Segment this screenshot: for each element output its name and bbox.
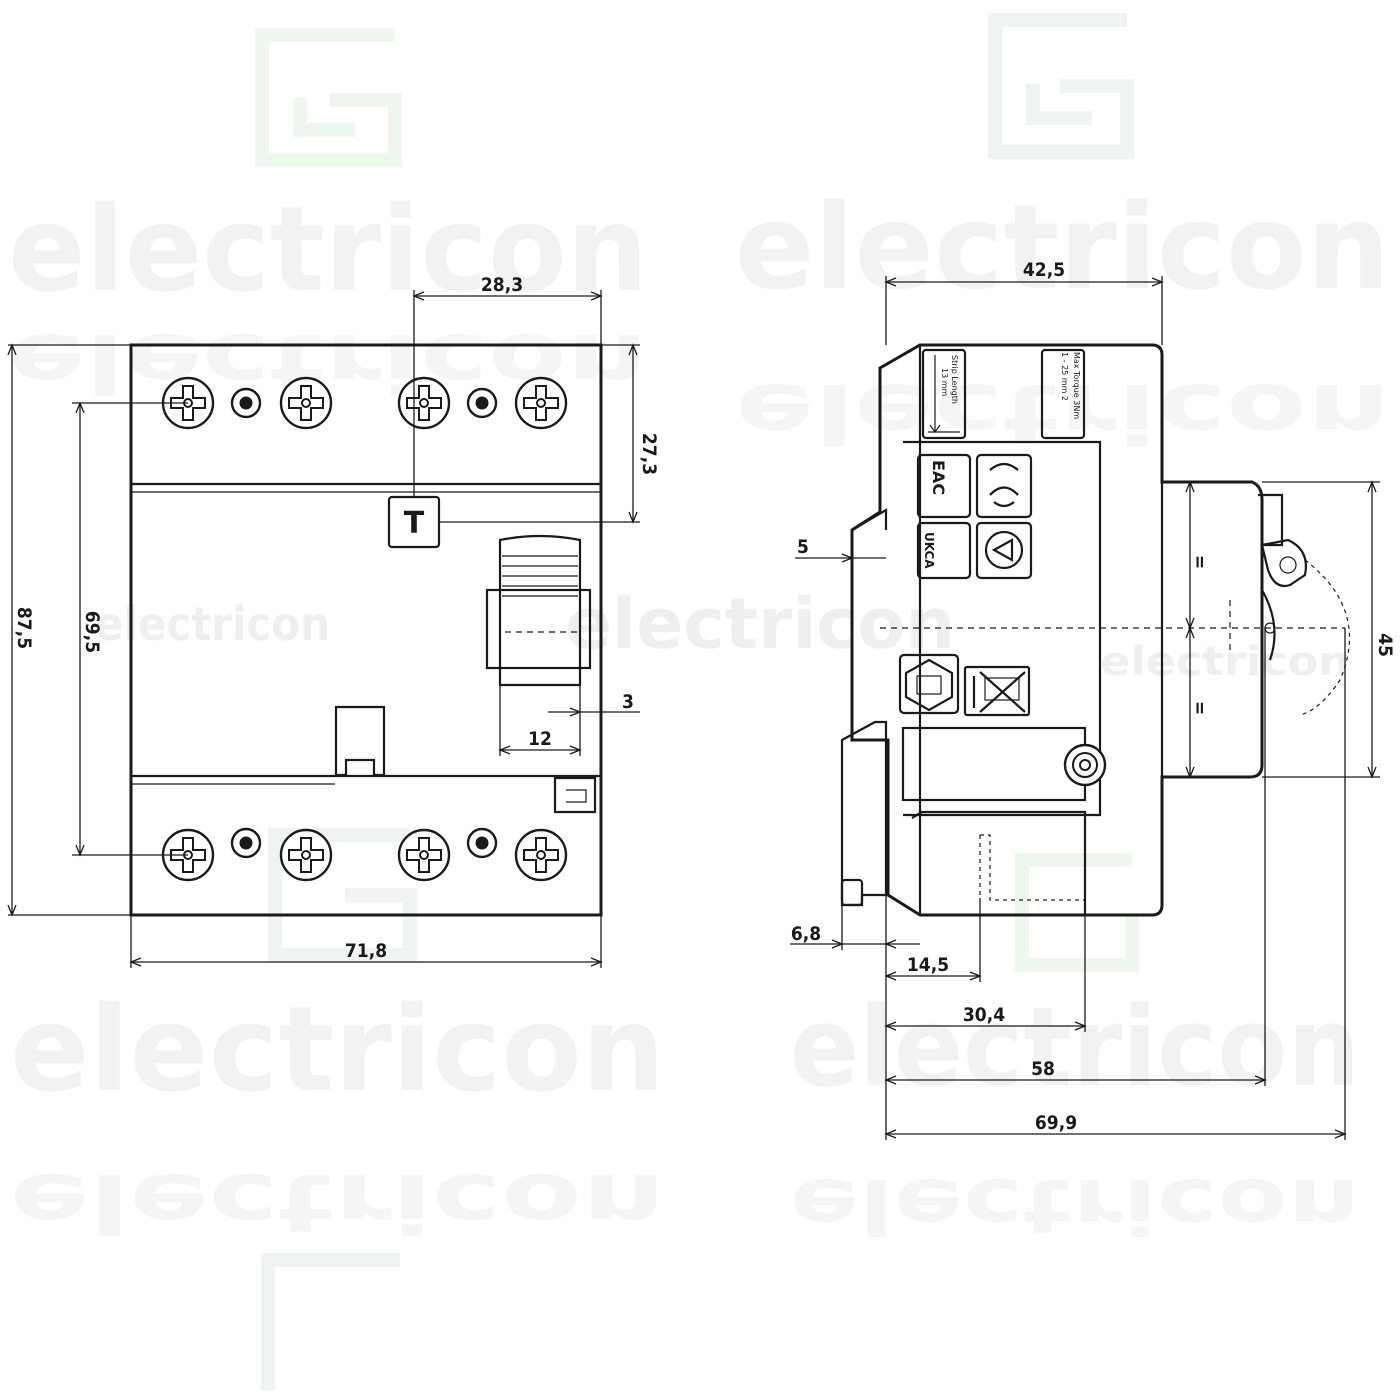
watermark-text: electricon — [735, 178, 1390, 316]
dim-equal-bottom: = — [1189, 701, 1211, 715]
torque-title: Max Torque 3Nm — [1072, 352, 1081, 419]
watermark-logo-top-right — [988, 13, 1134, 159]
bottom-terminal-row — [161, 827, 568, 882]
watermark-logo-bottom — [261, 1253, 400, 1390]
indicator-dot-icon — [466, 387, 498, 419]
certification-marks: EAC UKCA — [898, 453, 1033, 717]
front-dimensions: 28,3 27,3 87,5 69,5 71,8 — [7, 274, 660, 968]
svg-text:EAC: EAC — [929, 460, 948, 495]
terminal-screw-icon — [279, 828, 333, 882]
dim-face-height: 45 — [1374, 633, 1396, 657]
strip-length-value: 13 mm — [940, 368, 949, 397]
dim-rail-to-handle: 58 — [1031, 1058, 1055, 1080]
watermark-logo-top-left — [255, 28, 402, 167]
side-label-area — [901, 726, 1087, 802]
terminal-screw-icon — [397, 376, 451, 430]
watermark-text: electricon — [790, 1162, 1360, 1250]
test-button: T — [387, 495, 441, 549]
dim-test-button-y: 27,3 — [638, 433, 660, 475]
terminal-screw-icon — [397, 828, 451, 882]
strip-length-title: Strip Length — [950, 355, 959, 404]
dim-equal-top: = — [1189, 555, 1211, 569]
indicator-dot-icon — [230, 827, 262, 859]
watermark-text: electricon — [565, 583, 955, 665]
ukca-mark-icon: UKCA — [916, 521, 972, 580]
watermark-layer: electricon electricon electricon electri… — [8, 13, 1390, 1390]
dim-total-width: 71,8 — [345, 940, 387, 962]
side-view: Strip Length 13 mm Max Torque 3Nm 1 - 25… — [790, 259, 1396, 1140]
watermark-text: electricon — [1100, 639, 1350, 685]
side-handle — [1258, 493, 1351, 716]
dim-rail-offset: 5 — [797, 536, 809, 558]
dim-overall-depth: 69,9 — [1035, 1112, 1077, 1134]
dim-test-button-x: 28,3 — [481, 274, 523, 296]
terminal-screw-icon — [514, 828, 568, 882]
watermark-text: electricon — [8, 180, 648, 318]
torque-value: 1 - 25 mm 2 — [1060, 352, 1069, 401]
toggle-handle — [485, 534, 592, 687]
indicator-dot-icon — [230, 387, 262, 419]
svg-text:UKCA: UKCA — [922, 532, 936, 569]
dim-terminal-spacing: 69,5 — [81, 611, 103, 653]
watermark-text: electricon — [735, 366, 1390, 459]
dim-handle-width: 12 — [528, 728, 552, 750]
symbol-mark-icon — [898, 653, 960, 715]
ce-mark-icon — [975, 453, 1033, 519]
test-button-label: T — [404, 506, 425, 541]
dim-clip-to-rail: 14,5 — [907, 954, 949, 976]
weee-mark-icon — [963, 665, 1031, 717]
terminal-screw-icon — [514, 376, 568, 430]
side-dimensions: 42,5 5 6,8 14,5 30,4 58 — [790, 259, 1396, 1140]
approval-mark-icon — [975, 521, 1033, 580]
indicator-dot-icon — [466, 827, 498, 859]
side-body-outline — [850, 343, 1264, 917]
watermark-text: electricon — [10, 980, 665, 1118]
terminal-pocket — [911, 810, 1087, 915]
eac-mark-icon: EAC — [916, 453, 972, 519]
dim-depth-front: 42,5 — [1023, 259, 1065, 281]
watermark-text: electricon — [95, 597, 330, 651]
dim-rail-clip: 6,8 — [791, 923, 821, 945]
strip-length-label: Strip Length 13 mm — [921, 348, 967, 440]
torque-label: Max Torque 3Nm 1 - 25 mm 2 — [1040, 348, 1086, 440]
rail-latch — [334, 705, 597, 814]
watermark-text: electricon — [10, 1156, 665, 1249]
watermark-text: electricon — [790, 983, 1360, 1111]
front-body-outline — [129, 343, 603, 917]
dim-handle-offset: 3 — [622, 691, 634, 713]
front-view: T 28,3 — [7, 274, 660, 968]
rail-clip — [840, 720, 888, 907]
terminal-screw-icon — [279, 376, 333, 430]
side-screw-icon — [1063, 743, 1107, 787]
dim-rail-to-face: 30,4 — [963, 1004, 1005, 1026]
dim-total-height: 87,5 — [13, 607, 35, 649]
